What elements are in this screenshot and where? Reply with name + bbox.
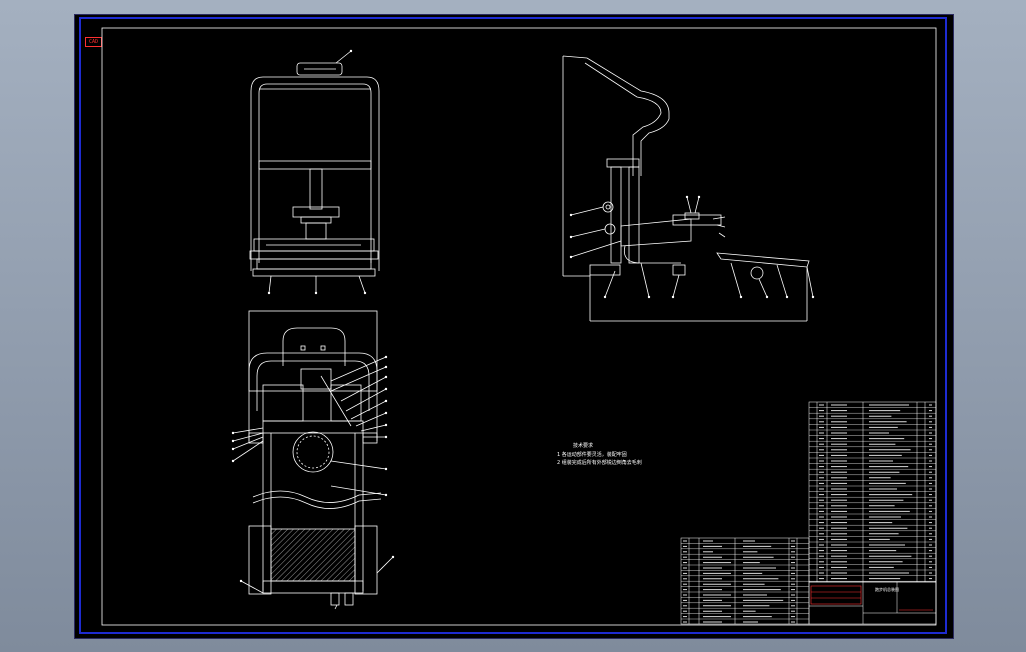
tech-req-title: 技术要求 [573,442,593,449]
parts-list-text [683,404,932,623]
tech-req-line-1: 1 各运动部件要灵活，装配牢固 [557,451,627,458]
sheet-border [79,17,947,634]
drawing-frame [101,27,937,626]
title-block-marks [810,585,933,611]
tech-requirements: 技术要求 1 各运动部件要灵活，装配牢固 2 组装完成后所有外部锐边倒角去毛刺 [557,442,642,466]
parts-list-rows [681,407,936,620]
side-view [562,55,814,322]
layout-tag: CAD [85,37,102,47]
cad-viewport[interactable]: CAD [74,14,954,639]
title-block-name: 跑步机总装图 [875,586,899,592]
drawing-canvas: 技术要求 1 各运动部件要灵活，装配牢固 2 组装完成后所有外部锐边倒角去毛刺 [101,27,937,626]
tech-req-line-2: 2 组装完成后所有外部锐边倒角去毛刺 [557,459,642,466]
balloon-markers [231,49,815,583]
top-view [232,310,394,610]
front-view [249,50,380,294]
